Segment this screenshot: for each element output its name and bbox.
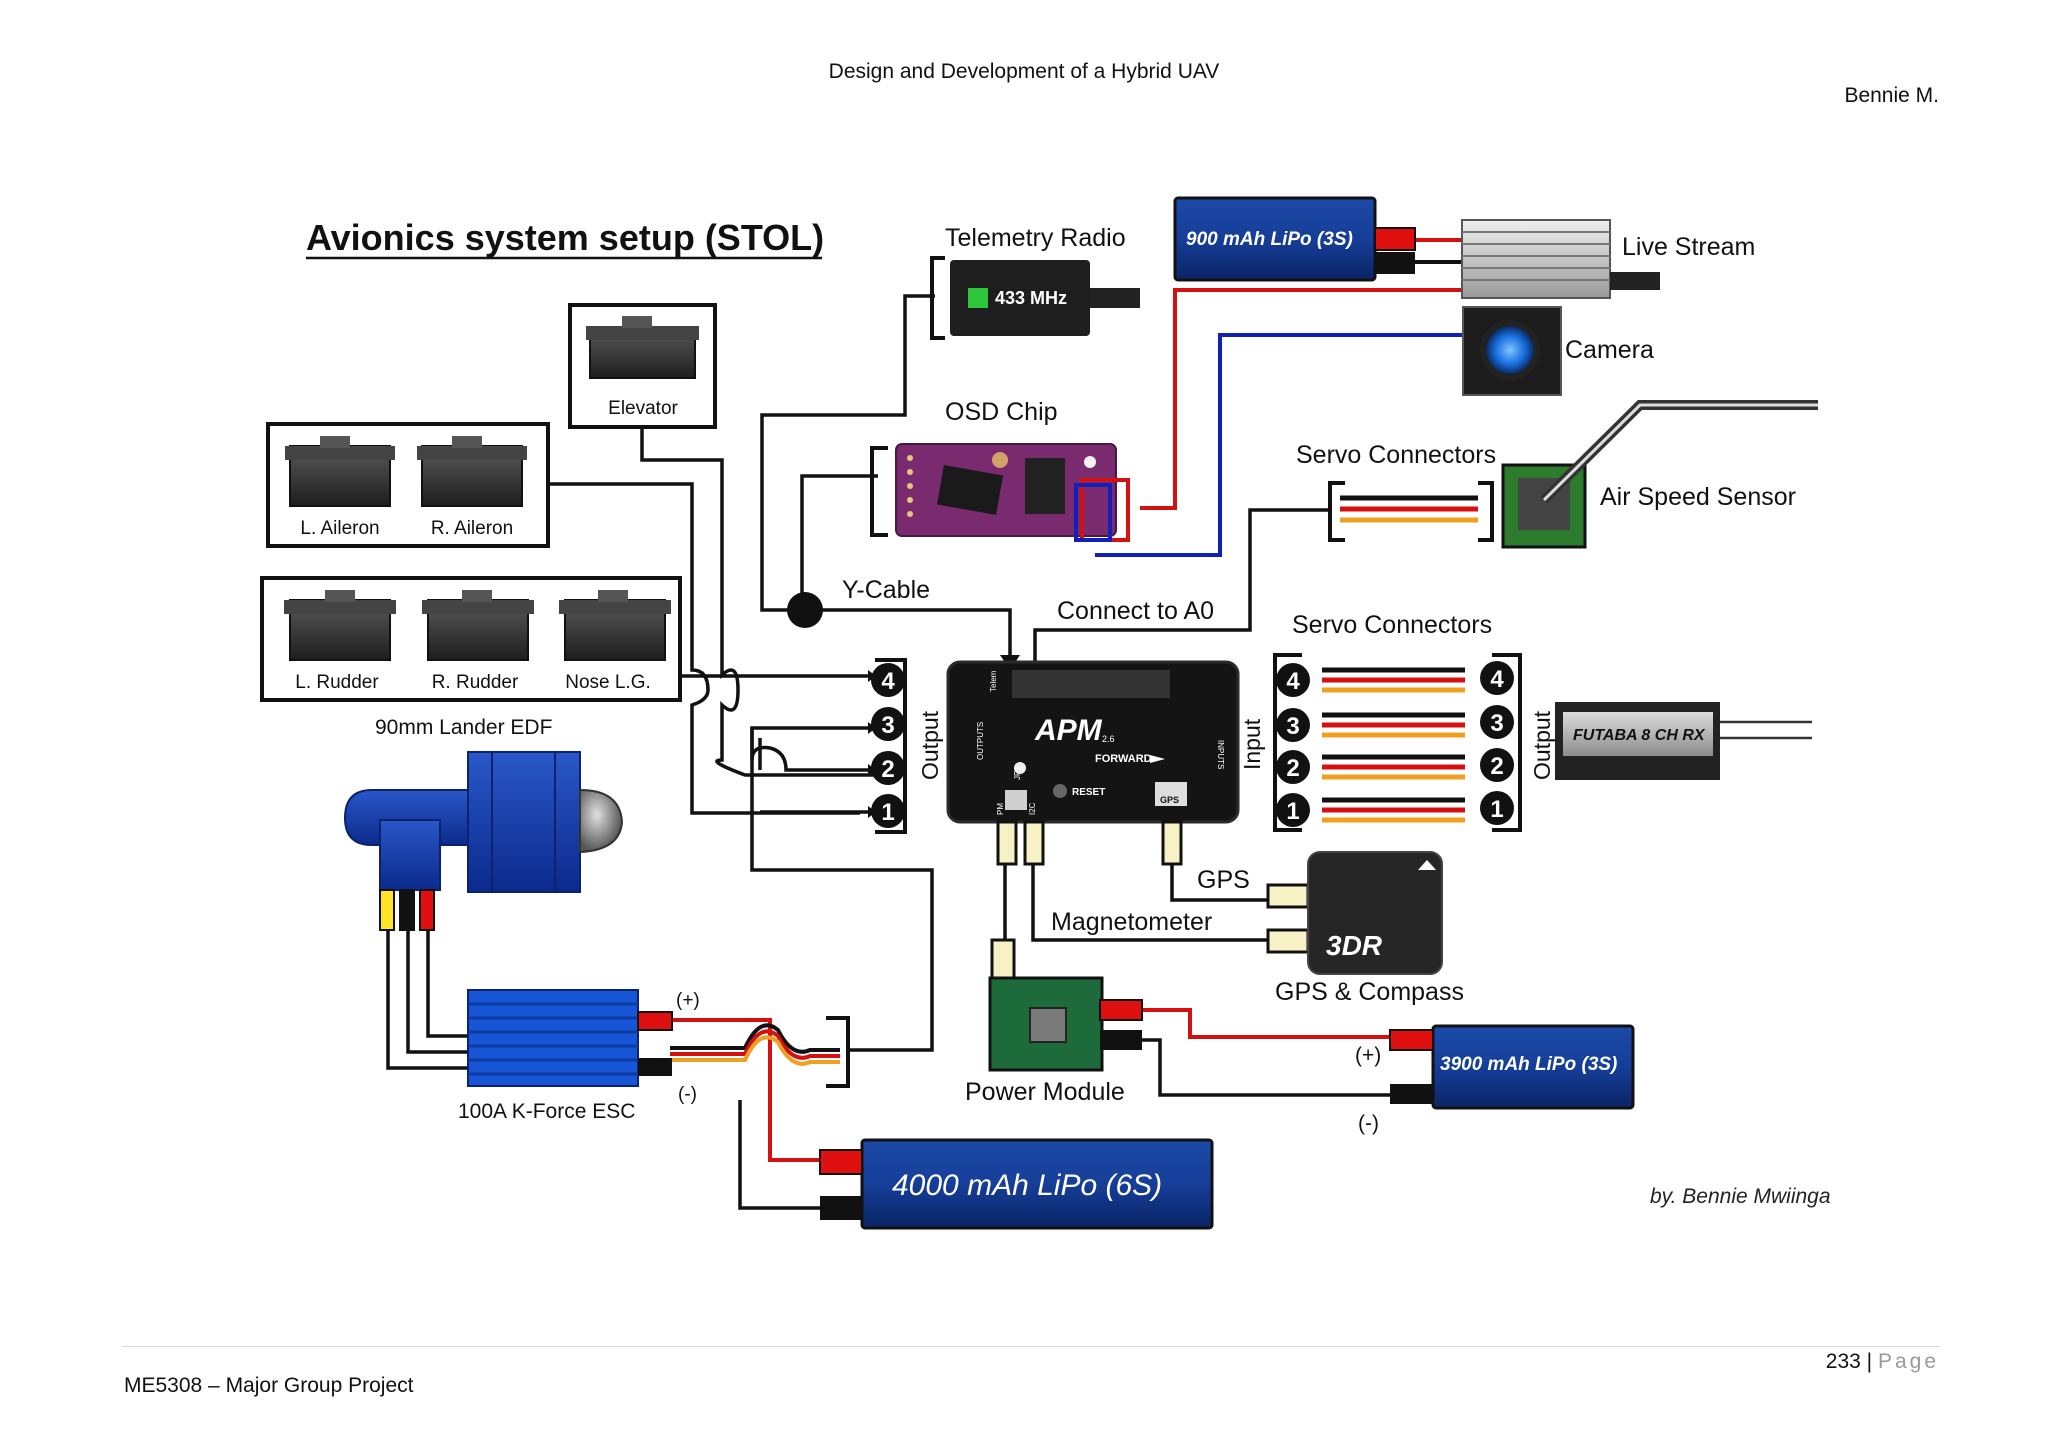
power-battery-label: 3900 mAh LiPo (3S): [1440, 1054, 1617, 1075]
esc: 100A K-Force ESC (+) (-): [458, 989, 850, 1123]
r-aileron-label: R. Aileron: [431, 518, 513, 539]
apm-outputs: OUTPUTS: [976, 722, 985, 760]
apm-jp1: JP1: [1013, 766, 1022, 780]
nose-lg-label: Nose L.G.: [565, 672, 651, 693]
apm-logo: APM: [1034, 714, 1103, 747]
apm-flight-controller: APM 2.6 FORWARD RESET GPS Telem INPUTS O…: [946, 660, 1240, 866]
telemetry-label: Telemetry Radio: [945, 224, 1126, 252]
rx-output-label: Output: [1529, 710, 1555, 780]
header-title: Design and Development of a Hybrid UAV: [828, 60, 1220, 83]
camera-label: Camera: [1565, 336, 1654, 364]
telemetry-radio: Telemetry Radio 433 MHz: [930, 224, 1140, 340]
apm-version: 2.6: [1102, 734, 1115, 744]
l-rudder-label: L. Rudder: [295, 672, 379, 693]
apm-i2c: I2C: [1028, 802, 1037, 815]
out-ch-3: 3: [881, 712, 894, 739]
page-number: 233: [1825, 1350, 1861, 1373]
edf-motor: 90mm Lander EDF: [343, 716, 624, 931]
page-label: Page: [1877, 1350, 1939, 1373]
elevator-label: Elevator: [608, 398, 678, 419]
rudder-servo-box: L. Rudder R. Rudder Nose L.G.: [260, 576, 682, 702]
osd-chip: OSD Chip: [870, 398, 1130, 542]
apm-output-channels: 4 3 2 1 Output: [868, 658, 943, 834]
y-cable-label: Y-Cable: [842, 576, 930, 604]
apm-gps-port: GPS: [1160, 795, 1179, 805]
apm-input-label: Input: [1239, 718, 1265, 770]
apm-forward: FORWARD: [1095, 753, 1152, 765]
out-ch-1: 1: [881, 799, 894, 826]
rx-ch-4: 4: [1490, 666, 1504, 693]
in-ch-4: 4: [1286, 668, 1300, 695]
rx-label: FUTABA 8 CH RX: [1573, 727, 1706, 744]
y-cable-junction: [787, 592, 823, 628]
gps-compass-label: GPS & Compass: [1275, 978, 1464, 1006]
airspeed-servo-connector: Servo Connectors: [1296, 441, 1496, 542]
osd-label: OSD Chip: [945, 398, 1058, 426]
diagram-title: Avionics system setup (STOL): [306, 217, 824, 258]
apm-pm: PM: [996, 803, 1005, 815]
magnetometer-label: Magnetometer: [1051, 908, 1212, 936]
gps-logo: 3DR: [1326, 930, 1383, 961]
in-ch-2: 2: [1286, 755, 1299, 782]
esc-label: 100A K-Force ESC: [458, 1100, 635, 1123]
power-battery-minus: (-): [1358, 1112, 1379, 1135]
footer-course: ME5308 – Major Group Project: [124, 1374, 414, 1397]
esc-plus-label: (+): [676, 990, 700, 1011]
camera: Camera: [1462, 306, 1654, 396]
apm-input-channels: Input 4 3 2 1 4 3 2 1 Output Servo Conne…: [1239, 611, 1555, 832]
main-battery: 4000 mAh LiPo (6S): [819, 1138, 1214, 1230]
servo-connectors-upper-label: Servo Connectors: [1296, 441, 1496, 469]
live-stream-label: Live Stream: [1622, 233, 1755, 261]
l-aileron-label: L. Aileron: [300, 518, 379, 539]
power-battery-plus: (+): [1355, 1044, 1381, 1067]
gps-compass-module: GPS Magnetometer 3DR GPS & Compass: [1051, 851, 1464, 1006]
fpv-battery-label: 900 mAh LiPo (3S): [1186, 229, 1353, 250]
in-ch-1: 1: [1286, 798, 1299, 825]
rx-ch-1: 1: [1490, 796, 1503, 823]
rx-ch-2: 2: [1490, 753, 1503, 780]
servo-connectors-lower-label: Servo Connectors: [1292, 611, 1492, 639]
page-separator: |: [1860, 1350, 1878, 1373]
main-battery-label: 4000 mAh LiPo (6S): [892, 1169, 1162, 1202]
futaba-receiver: FUTABA 8 CH RX: [1555, 702, 1812, 780]
in-ch-3: 3: [1286, 713, 1299, 740]
header-author: Bennie M.: [1844, 84, 1939, 107]
connect-a0-label: Connect to A0: [1057, 597, 1214, 625]
r-rudder-label: R. Rudder: [432, 672, 519, 693]
apm-reset: RESET: [1072, 787, 1105, 798]
out-ch-4: 4: [881, 668, 895, 695]
esc-minus-label: (-): [678, 1084, 697, 1105]
aileron-servo-box: L. Aileron R. Aileron: [266, 422, 550, 548]
edf-label: 90mm Lander EDF: [375, 716, 552, 739]
apm-telem: Telem: [989, 670, 998, 692]
rx-ch-3: 3: [1490, 710, 1503, 737]
footer-page-number: 233 | Page: [1826, 1350, 1939, 1374]
telemetry-freq: 433 MHz: [995, 288, 1067, 308]
apm-output-label: Output: [917, 710, 943, 780]
gps-wire-label: GPS: [1197, 866, 1250, 894]
diagram-credit: by. Bennie Mwiinga: [1650, 1185, 1831, 1208]
apm-inputs: INPUTS: [1216, 740, 1225, 769]
power-module-label: Power Module: [965, 1078, 1125, 1106]
fpv-battery: 900 mAh LiPo (3S): [1173, 196, 1416, 282]
footer-divider: [122, 1346, 1940, 1347]
out-ch-2: 2: [881, 756, 894, 783]
air-speed-sensor: Air Speed Sensor: [1501, 400, 1818, 549]
power-module: Power Module: [965, 938, 1143, 1106]
elevator-servo-box: Elevator: [568, 303, 717, 429]
live-stream-transmitter: Live Stream: [1461, 219, 1755, 299]
power-battery: 3900 mAh LiPo (3S) (+) (-): [1355, 1024, 1635, 1135]
air-speed-label: Air Speed Sensor: [1600, 483, 1796, 511]
